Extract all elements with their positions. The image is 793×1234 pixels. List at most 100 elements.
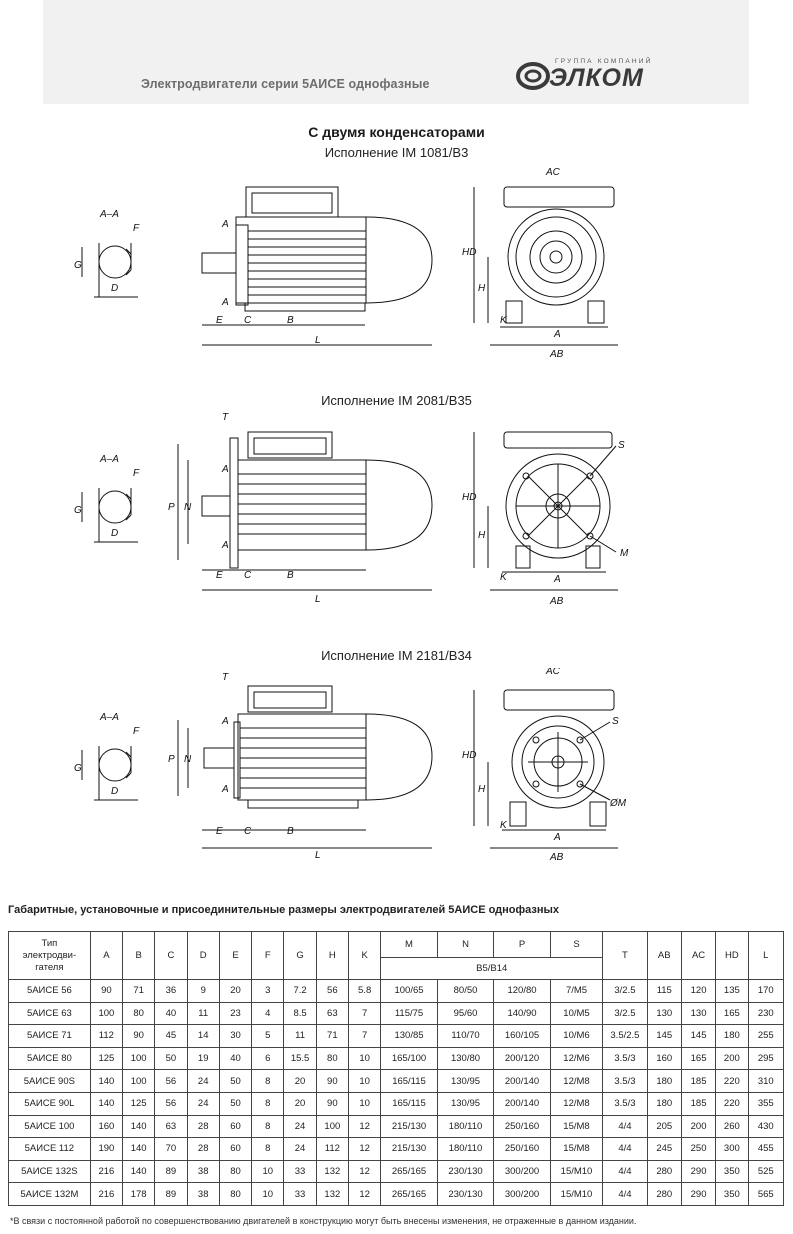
dimension-cell: 110/70	[436, 1024, 495, 1048]
dimensions-table: Тип электродви- гателя A B C D E F G H K…	[8, 931, 784, 1206]
dimension-cell: 36	[154, 979, 188, 1003]
dimension-cell: 4/4	[602, 1137, 648, 1161]
dimension-cell: 7	[347, 1001, 382, 1026]
dimension-cell: 10/M6	[549, 1024, 604, 1048]
dimension-cell: 140	[122, 1114, 156, 1139]
dimension-cell: 160	[89, 1114, 124, 1139]
dimension-cell: 112	[315, 1137, 349, 1161]
dimension-cell: 7/M5	[549, 979, 604, 1003]
dimension-cell: 200/140	[493, 1069, 551, 1093]
dimension-cell: 23	[218, 1001, 253, 1026]
dimension-cell: 4/4	[602, 1159, 648, 1184]
label-P: P	[168, 754, 175, 765]
motor-type-cell: 5АИСЕ 132M	[8, 1182, 91, 1206]
label-E: E	[216, 315, 223, 326]
dimension-cell: 140	[89, 1069, 124, 1093]
shaft-section-3	[81, 746, 138, 801]
label-K: K	[500, 572, 508, 583]
dimension-cell: 12/M6	[549, 1046, 604, 1071]
dimension-cell: 50	[218, 1091, 253, 1116]
dimension-cell: 565	[747, 1182, 784, 1206]
header-M: M	[380, 931, 438, 958]
dimension-cell: 90	[315, 1069, 349, 1093]
dimension-cell: 115/75	[380, 1001, 438, 1026]
dimension-cell: 33	[283, 1182, 317, 1206]
motor-side-3	[177, 685, 433, 849]
motor-type-cell: 5АИСЕ 80	[8, 1046, 91, 1071]
dimension-cell: 3/2.5	[602, 1001, 648, 1026]
table-title: Габаритные, установочные и присоединител…	[8, 904, 560, 916]
dimension-cell: 350	[715, 1182, 749, 1206]
label-S: S	[618, 440, 625, 451]
label-B: B	[287, 570, 294, 581]
dimension-cell: 230/130	[436, 1182, 495, 1206]
dimension-cell: 10	[347, 1091, 382, 1116]
dimension-cell: 4/4	[602, 1114, 648, 1139]
dimension-cell: 165	[680, 1046, 717, 1071]
dimension-cell: 60	[218, 1137, 253, 1161]
dimension-cell: 15/M8	[549, 1114, 604, 1139]
dimension-cell: 130	[646, 1001, 682, 1026]
view-1-subtitle: Исполнение IM 1081/B3	[324, 145, 469, 160]
dimension-cell: 28	[186, 1137, 220, 1161]
dimension-cell: 8	[251, 1069, 285, 1093]
logo-swoosh-icon	[516, 62, 550, 90]
dimension-cell: 10/M5	[549, 1001, 604, 1026]
dimension-cell: 10	[251, 1159, 285, 1184]
dimension-cell: 130	[680, 1001, 717, 1026]
dimension-cell: 140	[89, 1091, 124, 1116]
label-K: K	[500, 315, 508, 326]
dimension-cell: 140	[122, 1137, 156, 1161]
motor-type-cell: 5АИСЕ 100	[8, 1114, 91, 1139]
dimension-cell: 180/110	[436, 1114, 495, 1139]
dimension-cell: 260	[715, 1114, 749, 1139]
dimension-cell: 3.5/2.5	[602, 1024, 648, 1048]
dimension-cell: 12	[347, 1114, 382, 1139]
dimension-cell: 5.8	[347, 979, 382, 1003]
dimension-cell: 280	[646, 1182, 682, 1206]
header-group-b5-b14: B5/B14	[380, 957, 604, 980]
dimension-cell: 24	[186, 1069, 220, 1093]
dimension-cell: 100	[315, 1114, 349, 1139]
header-E: E	[218, 931, 253, 980]
label-C: C	[244, 315, 252, 326]
header-AB: AB	[646, 931, 682, 980]
view-3-subtitle: Исполнение IM 2181/B34	[321, 648, 472, 663]
label-HD: HD	[462, 492, 476, 503]
dimension-cell: 50	[154, 1046, 188, 1071]
dimension-cell: 8	[251, 1091, 285, 1116]
label-L: L	[315, 594, 321, 605]
dimension-cell: 180	[646, 1091, 682, 1116]
header-AC: AC	[680, 931, 717, 980]
dimension-cell: 295	[747, 1046, 784, 1071]
motor-type-cell: 5АИСЕ 56	[8, 979, 91, 1003]
label-D: D	[111, 786, 118, 797]
label-AB: AB	[549, 349, 564, 360]
dimension-cell: 265/165	[380, 1159, 438, 1184]
label-A-bottom: А	[221, 540, 229, 551]
dimension-cell: 28	[186, 1114, 220, 1139]
dimension-cell: 90	[122, 1024, 156, 1048]
shaft-section-1	[81, 243, 138, 298]
dimension-cell: 290	[680, 1159, 717, 1184]
dimension-cell: 90	[89, 979, 124, 1003]
dimension-cell: 220	[715, 1069, 749, 1093]
logo-tagline: группа компаний	[555, 58, 653, 65]
dimension-cell: 132	[315, 1159, 349, 1184]
label-M: M	[620, 548, 629, 559]
dimension-cell: 10	[251, 1182, 285, 1206]
header-G: G	[283, 931, 317, 980]
dimension-cell: 125	[89, 1046, 124, 1071]
dimension-cell: 280	[646, 1159, 682, 1184]
header-H: H	[315, 931, 349, 980]
dimension-cell: 200/120	[493, 1046, 551, 1071]
dimension-cell: 80	[315, 1046, 349, 1071]
